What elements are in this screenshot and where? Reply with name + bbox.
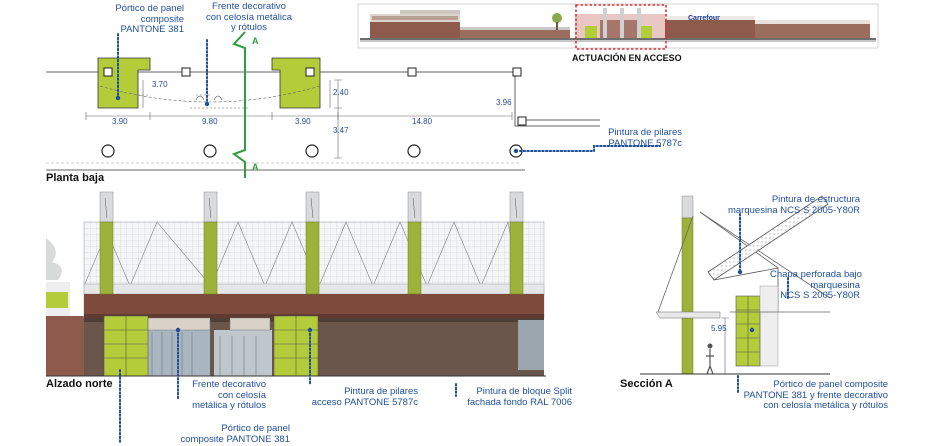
title-seccion: Sección A [620, 378, 673, 390]
dim-347: 3.47 [333, 126, 349, 135]
tall-pillar [305, 191, 320, 295]
section-mark-bottom: A [252, 162, 259, 172]
note-frente-top: Frente decorativo con celosía metálica y… [205, 1, 293, 33]
plan-pillar [407, 144, 421, 158]
dim-370: 3.70 [152, 80, 168, 89]
tall-pillar [407, 191, 422, 295]
actuacion-highlight [575, 4, 667, 50]
plan-pillar [203, 144, 217, 158]
note-portico-seccion: Pórtico de panel composite PANTONE 381 y… [743, 379, 888, 411]
plan-view [46, 31, 600, 178]
north-elevation [46, 191, 546, 377]
note-pilares-plan: Pintura de pilares PANTONE 5787c [608, 127, 682, 149]
tall-pillar [203, 191, 218, 295]
section-cut-line [231, 31, 246, 178]
green-portico-left [103, 315, 149, 377]
leader-lines [117, 33, 789, 445]
title-alzado: Alzado norte [46, 378, 113, 390]
composite-portico-left [97, 57, 151, 109]
store-sign: Carrefour [688, 15, 720, 22]
dim-390-right: 3.90 [295, 117, 311, 126]
dim-390-left: 3.90 [112, 117, 128, 126]
key-elevation: Carrefour [357, 3, 879, 50]
title-planta: Planta baja [46, 172, 105, 184]
note-frente-alzado: Frente decorativo con celosía metálica y… [192, 379, 266, 411]
note-estructura: Pintura de estructura marquesina NCS S 2… [727, 194, 860, 216]
note-portico-alzado: Pórtico de panel composite PANTONE 381 [180, 423, 290, 445]
tall-pillar [99, 191, 114, 295]
note-bloque: Pintura de bloque Split fachada fondo RA… [467, 386, 572, 408]
note-chapa: Chapa perforada bajo marquesina NCS S 20… [770, 269, 862, 301]
dim-1480: 14.80 [412, 117, 433, 126]
dim-980: 9.80 [202, 117, 218, 126]
tall-pillar [509, 191, 524, 295]
title-actuacion: ACTUACIÓN EN ACCESO [572, 53, 682, 63]
plan-pillar [305, 144, 319, 158]
dim-240: 2.40 [333, 88, 349, 97]
brick-band [84, 294, 544, 314]
plan-pillar [101, 144, 115, 158]
section-mark-top: A [252, 36, 259, 46]
dim-595: 5.95 [711, 324, 727, 333]
canopy-slab [707, 195, 829, 281]
composite-portico-right [271, 57, 321, 109]
leader-dots [115, 95, 755, 333]
tower-element [603, 8, 641, 38]
green-portico-right [273, 315, 319, 377]
section-composite [735, 295, 761, 367]
note-portico-top: Pórtico de panel composite PANTONE 381 [115, 3, 184, 35]
section-a [640, 195, 831, 375]
dim-396: 3.96 [496, 98, 512, 107]
note-pilares-alzado: Pintura de pilares acceso PANTONE 5787c [311, 386, 418, 408]
